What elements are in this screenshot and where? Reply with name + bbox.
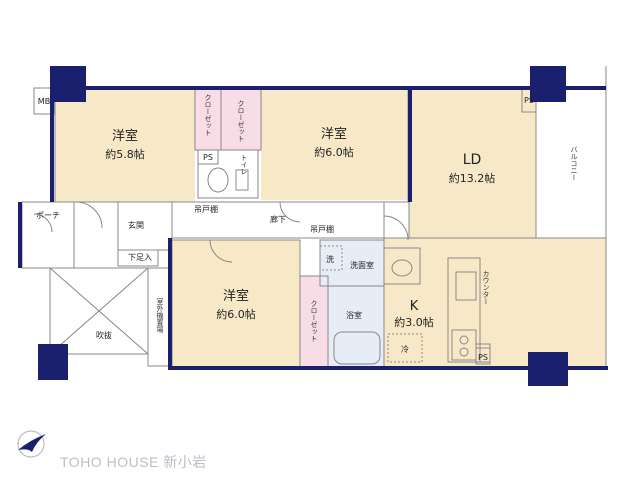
walls bbox=[18, 66, 608, 386]
western-room-1 bbox=[55, 88, 195, 202]
ld-room bbox=[409, 88, 536, 238]
corridor-label: 廊下 bbox=[270, 214, 286, 224]
balcony-label: バルコニー bbox=[570, 146, 578, 181]
western-room-2 bbox=[261, 88, 409, 200]
shoe-storage-label: 下足入 bbox=[128, 253, 152, 262]
room-labels: 洋室 約5.8帖 洋室 約6.0帖 LD 約13.2帖 洋室 約6.0帖 K 約… bbox=[105, 126, 495, 329]
western1-size: 約5.8帖 bbox=[105, 147, 145, 161]
closet-b-label: クローゼット bbox=[237, 100, 245, 142]
closet-a bbox=[195, 88, 221, 150]
column-top-right bbox=[530, 66, 566, 102]
swallow-logo-icon bbox=[17, 430, 46, 458]
column-bottom-left bbox=[38, 344, 68, 380]
hanging-shelf-2: 吊戸棚 bbox=[310, 224, 334, 234]
closet-c-label: クローゼット bbox=[310, 300, 318, 342]
ps-right-label: PS bbox=[478, 353, 488, 362]
fridge-label: 冷 bbox=[401, 344, 409, 354]
ps-toilet-label: PS bbox=[203, 153, 213, 162]
kitchen-name: K bbox=[410, 299, 419, 314]
ac-space-label: 室外機置場 bbox=[156, 297, 164, 334]
washroom bbox=[320, 240, 384, 286]
hanging-shelf-1: 吊戸棚 bbox=[194, 204, 218, 214]
ld-name: LD bbox=[463, 152, 482, 168]
closet-c bbox=[300, 276, 328, 368]
washroom-label: 洗面室 bbox=[350, 260, 374, 270]
closet-a-label: クローゼット bbox=[204, 94, 212, 136]
porch-label: ポーチ bbox=[36, 211, 60, 220]
ld-room-lower bbox=[384, 238, 606, 368]
toilet-label: トイレ bbox=[240, 154, 248, 175]
column-top-left bbox=[50, 66, 86, 102]
counter-label: カウンター bbox=[482, 270, 490, 305]
kitchen-size: 約3.0帖 bbox=[394, 315, 434, 329]
western1-name: 洋室 bbox=[112, 128, 138, 144]
ld-size: 約13.2帖 bbox=[449, 171, 496, 185]
brand-text: TOHO HOUSE 新小岩 bbox=[60, 454, 207, 470]
bathroom-label: 浴室 bbox=[346, 310, 362, 320]
small-labels: MB PS PS PS トイレ クローゼット クローゼット クローゼット 吊戸棚… bbox=[36, 94, 578, 362]
entrance-label: 玄関 bbox=[128, 220, 144, 230]
room-fills bbox=[55, 88, 606, 368]
wash-label: 洗 bbox=[326, 254, 334, 264]
western-room-3 bbox=[172, 240, 300, 368]
atrium-label: 吹抜 bbox=[96, 330, 112, 340]
ps-top-label: PS bbox=[524, 96, 534, 105]
western2-name: 洋室 bbox=[321, 126, 347, 142]
mb-label: MB bbox=[38, 97, 50, 106]
closet-b bbox=[221, 88, 261, 150]
western2-size: 約6.0帖 bbox=[314, 145, 354, 159]
western3-size: 約6.0帖 bbox=[216, 307, 256, 321]
western3-name: 洋室 bbox=[223, 288, 249, 304]
balcony-strip bbox=[536, 88, 606, 238]
bathroom bbox=[328, 286, 384, 368]
